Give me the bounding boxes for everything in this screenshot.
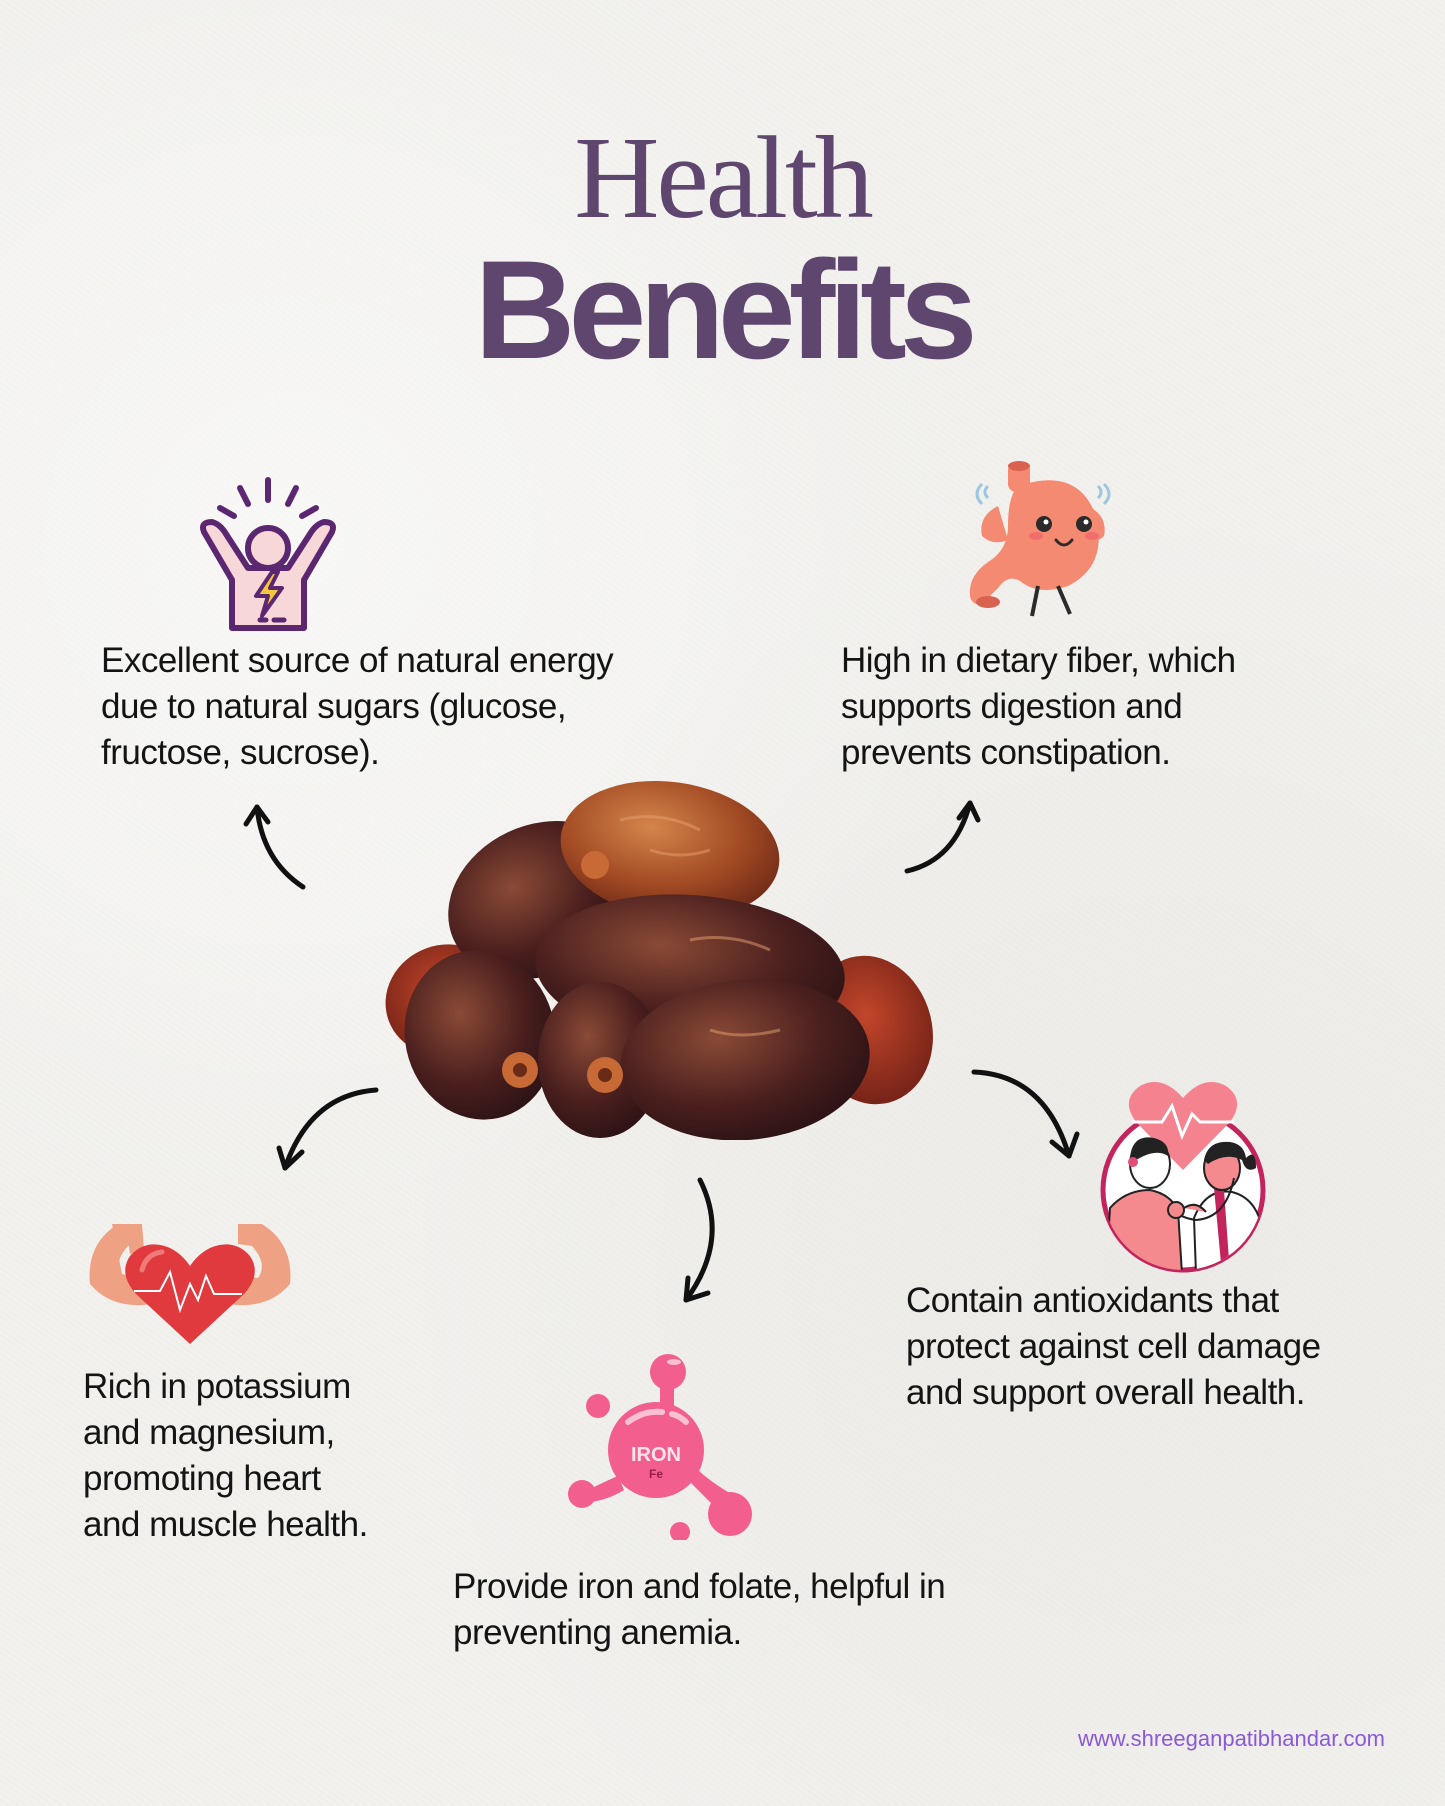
arrow-down-left-icon (282, 1087, 379, 1171)
arrow-up-left-icon (254, 804, 306, 890)
iron-symbol: Fe (649, 1467, 663, 1481)
website-link[interactable]: www.shreeganpatibhandar.com (1078, 1726, 1385, 1751)
benefit-fiber-text: High in dietary fiber, which supports di… (841, 641, 1236, 772)
arrow-down-icon (683, 1177, 715, 1303)
benefit-iron-text: Provide iron and folate, helpful in prev… (453, 1567, 946, 1652)
iron-molecule-icon: IRON Fe (568, 1340, 768, 1540)
doctor-checkup-icon (1096, 1078, 1270, 1274)
strong-heart-icon (82, 1214, 298, 1344)
benefit-heart-text: Rich in potassium and magnesium, promoti… (83, 1367, 368, 1544)
iron-label: IRON (631, 1444, 681, 1466)
title-health: Health (574, 112, 874, 243)
arrow-down-right-icon (971, 1069, 1072, 1159)
benefit-energy-text: Excellent source of natural energy due t… (101, 641, 614, 772)
benefit-antioxidant-text: Contain antioxidants that protect agains… (906, 1281, 1321, 1412)
arrow-up-right-icon (904, 800, 973, 874)
happy-stomach-icon (958, 456, 1128, 626)
energy-person-icon (196, 472, 340, 632)
title-benefits: Benefits (474, 231, 977, 388)
dates-fruit-pile-image (350, 780, 970, 1140)
